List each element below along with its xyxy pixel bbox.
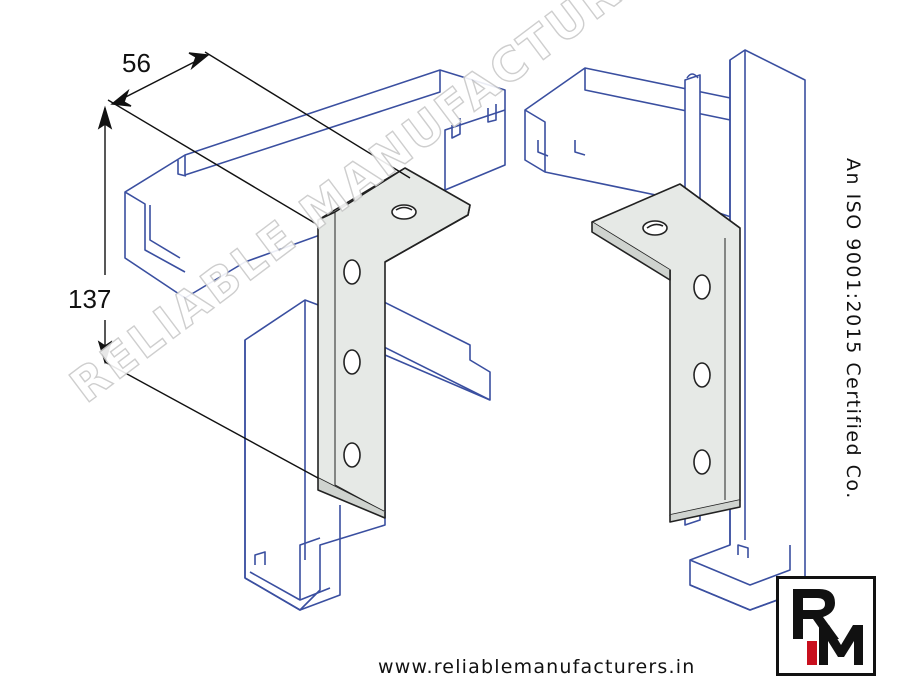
- company-logo: [776, 576, 876, 676]
- iso-certification-text: An ISO 9001:2015 Certified Co.: [842, 158, 864, 500]
- rm-logo-icon: [793, 589, 863, 665]
- dimension-width-lines: [107, 51, 411, 226]
- right-angle-bracket: [591, 183, 741, 523]
- website-url: www.reliablemanufacturers.in: [378, 656, 696, 678]
- dimension-width-label: 56: [122, 48, 151, 78]
- left-angle-bracket: [317, 167, 471, 519]
- dimension-height-label: 137: [68, 284, 111, 314]
- dimension-height-lines: [97, 105, 319, 479]
- left-channel-assembly: [124, 69, 506, 611]
- right-channel-assembly: [524, 49, 806, 611]
